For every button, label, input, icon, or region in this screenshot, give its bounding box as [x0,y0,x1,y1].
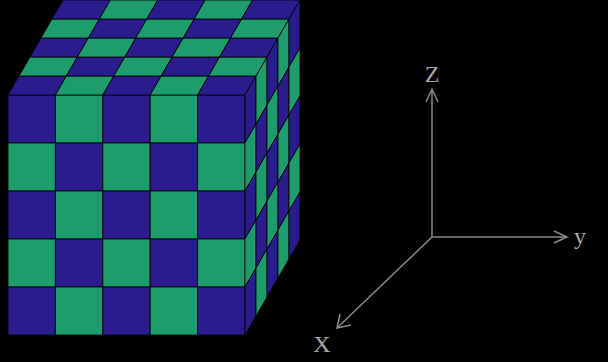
cube-facet [198,95,245,143]
axis-label: X [313,332,330,356]
arrow-head [426,89,438,102]
cube-facet [289,192,300,259]
cube-facet [103,191,150,239]
cube-facet [198,191,245,239]
cube-facet [55,239,102,287]
cube-facet [8,287,55,335]
y-axis [432,236,566,238]
cube-facet [150,239,197,287]
z-axis [431,90,433,237]
cube-facet [198,143,245,191]
arrow-head [554,231,567,243]
cube-facet [55,191,102,239]
axis-label: Z [425,62,440,86]
cube-facet [198,287,245,335]
cube-facet [150,143,197,191]
cube-facet [8,95,55,143]
cube-facet [256,249,267,316]
cube-facet [8,191,55,239]
cube-facet [245,268,256,335]
cube-facet [55,143,102,191]
cube-facet [55,95,102,143]
cube-facet [150,191,197,239]
checker-cube [8,0,300,335]
cube-facet [150,95,197,143]
cube-facet [103,287,150,335]
cube-facet [55,287,102,335]
cube-facet [103,239,150,287]
x-axis [338,237,432,327]
cube-facet [103,143,150,191]
cube-facet [150,287,197,335]
axis-label: y [574,224,586,248]
cube-facet [8,239,55,287]
cube-facet [278,211,289,278]
axes [337,89,567,328]
cube-facet [267,230,278,297]
cube-facet [103,95,150,143]
cube-facet [8,143,55,191]
arrow-head [337,314,351,328]
cube-facet [198,239,245,287]
